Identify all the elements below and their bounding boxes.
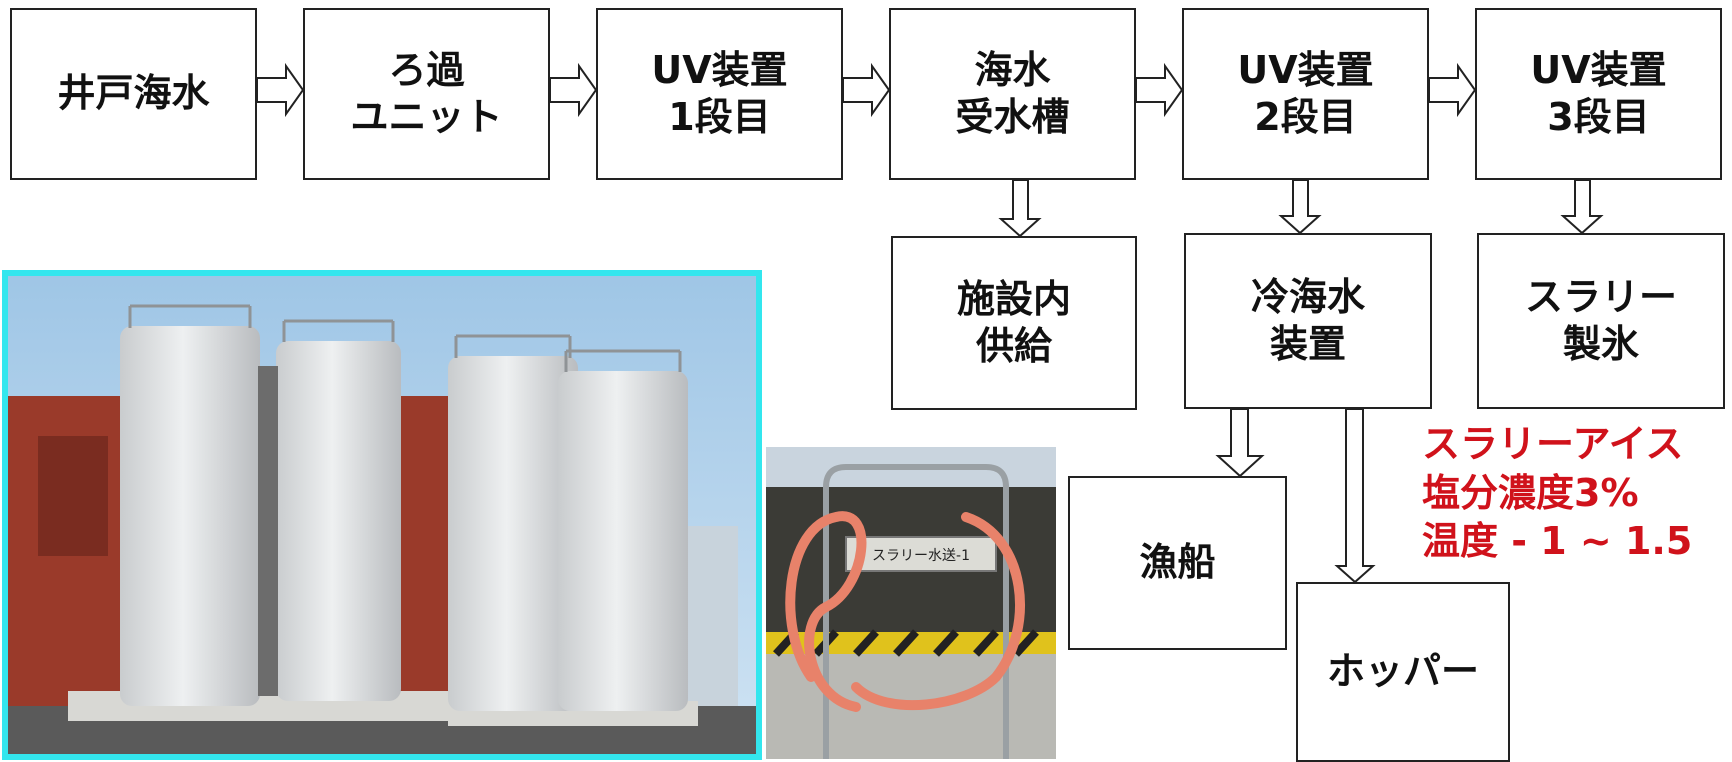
box-uv-stage1: UV装置 1段目 bbox=[596, 8, 843, 180]
arrow-down-chiller bbox=[1278, 179, 1322, 235]
arrow-down-supply bbox=[998, 179, 1042, 238]
box-filter-unit: ろ過 ユニット bbox=[303, 8, 550, 180]
arrow-right-4 bbox=[1135, 62, 1184, 118]
arrow-right-5 bbox=[1428, 62, 1477, 118]
photo-storage-tanks bbox=[2, 270, 762, 760]
box-hopper: ホッパー bbox=[1296, 582, 1510, 762]
box-facility-supply: 施設内 供給 bbox=[891, 236, 1137, 410]
arrow-right-3 bbox=[842, 62, 891, 118]
arrow-right-2 bbox=[549, 62, 598, 118]
arrow-down-boat bbox=[1215, 408, 1265, 478]
box-slurry-ice-maker: スラリー 製氷 bbox=[1477, 233, 1725, 409]
box-chilled-seawater-unit: 冷海水 装置 bbox=[1184, 233, 1432, 409]
box-well-seawater: 井戸海水 bbox=[10, 8, 257, 180]
arrow-right-1 bbox=[256, 62, 305, 118]
box-uv-stage3: UV装置 3段目 bbox=[1475, 8, 1722, 180]
arrow-down-slurry bbox=[1560, 179, 1604, 235]
note-line-3: 温度 - 1 ~ 1.5 bbox=[1422, 519, 1693, 564]
arrow-down-hopper bbox=[1334, 408, 1376, 584]
box-uv-stage2: UV装置 2段目 bbox=[1182, 8, 1429, 180]
note-line-2: 塩分濃度3% bbox=[1422, 470, 1639, 515]
photo-slurry-hose: スラリー水送-1 bbox=[766, 447, 1056, 759]
hose-sign-text: スラリー水送-1 bbox=[872, 548, 970, 564]
note-line-1: スラリーアイス bbox=[1422, 422, 1684, 466]
box-seawater-tank: 海水 受水槽 bbox=[889, 8, 1136, 180]
slurry-ice-spec-note: スラリーアイス 塩分濃度3% 温度 - 1 ~ 1.5 bbox=[1422, 420, 1692, 566]
box-fishing-boat: 漁船 bbox=[1068, 476, 1287, 650]
